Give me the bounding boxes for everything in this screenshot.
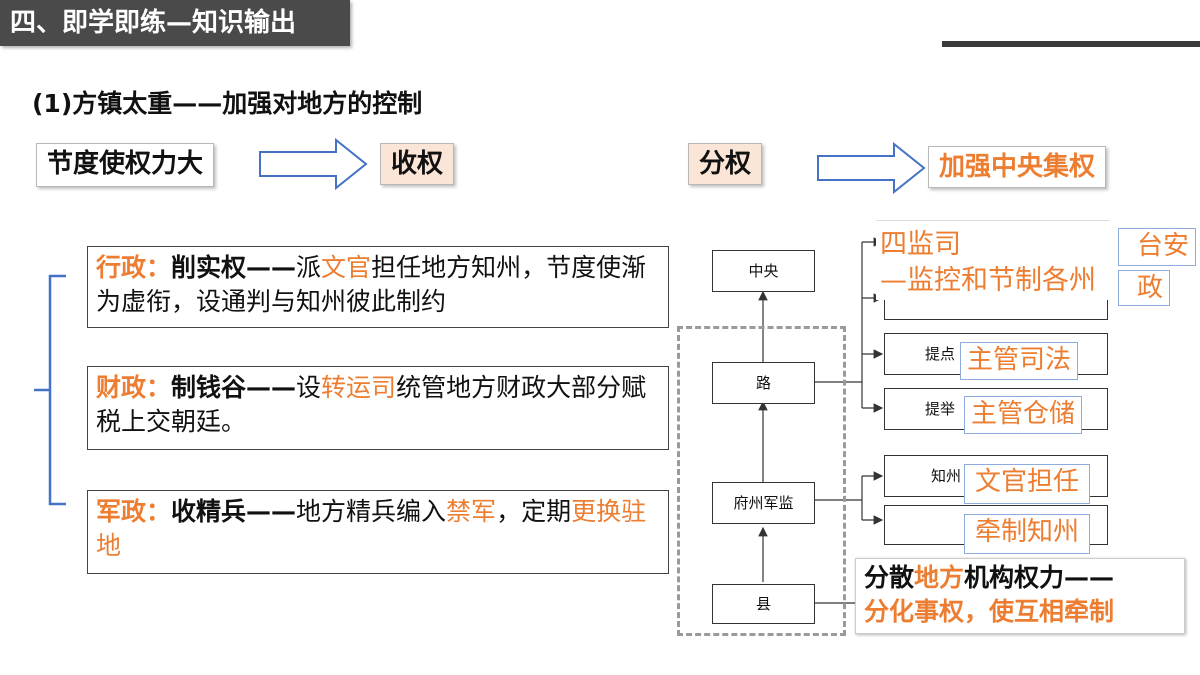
policy-text: 担任地方知州，节度使渐为虚衔，设通判与知州彼此制约 <box>96 253 647 316</box>
flow-box-centralize: 加强中央集权 <box>928 146 1107 188</box>
policy-action: 削实权 <box>171 253 247 282</box>
summary-highlight: 地方 <box>914 563 965 592</box>
org-node-central: 中央 <box>712 250 815 292</box>
top-divider <box>942 41 1200 47</box>
policy-label: 军政： <box>96 497 172 526</box>
policy-admin: 行政：削实权——派文官担任地方知州，节度使渐为虚衔，设通判与知州彼此制约 <box>87 246 669 328</box>
sub-box-label: 知州 <box>931 467 962 485</box>
arrow-right-icon <box>259 138 368 190</box>
policy-label: 财政： <box>96 373 172 402</box>
policy-highlight: 转运司 <box>321 373 397 402</box>
org-node-county: 县 <box>712 584 815 624</box>
policy-text: 地方精兵编入 <box>296 497 447 526</box>
policy-military: 军政：收精兵——地方精兵编入禁军，定期更换驻地 <box>87 490 669 574</box>
flow-box-jiedushi: 节度使权力大 <box>36 143 215 187</box>
arrow-right-icon <box>817 142 926 194</box>
annotation-line: —监控和节制各州 <box>880 265 1096 296</box>
policy-finance: 财政：制钱谷——设转运司统管地方财政大部分赋税上交朝廷。 <box>87 366 669 450</box>
policy-text: 设 <box>296 373 322 402</box>
policy-dash: —— <box>246 253 297 282</box>
flow-box-fenquan: 分权 <box>688 143 763 185</box>
policy-text: 派 <box>296 253 322 282</box>
flow-box-label: 加强中央集权 <box>939 152 1096 182</box>
policy-dash: —— <box>246 373 297 402</box>
policy-dash: —— <box>246 497 297 526</box>
policy-highlight: 更换驻地 <box>96 497 647 560</box>
policy-text: ，定期 <box>496 497 572 526</box>
annotation-judicial: 主管司法 <box>960 342 1079 380</box>
policy-highlight: 禁军 <box>446 497 497 526</box>
summary-text: 机构权力—— <box>964 563 1115 592</box>
annotation-check: 牵制知州 <box>964 514 1091 554</box>
flow-box-label: 收权 <box>391 149 444 179</box>
local-levels-frame <box>677 326 846 636</box>
policy-label: 行政： <box>96 253 172 282</box>
summary-text: 分散 <box>864 563 915 592</box>
section-header: 四、即学即练—知识输出 <box>0 0 350 46</box>
flow-box-label: 分权 <box>699 149 752 179</box>
summary-line-2: 分化事权，使互相牵制 <box>864 597 1115 626</box>
org-node-prefecture: 府州军监 <box>712 482 815 524</box>
bracket <box>34 274 66 506</box>
annotation-storage: 主管仓储 <box>964 396 1083 434</box>
sub-box-label: 提举 <box>925 400 956 418</box>
summary-line-1: 分散地方机构权力—— <box>864 561 1176 595</box>
policy-highlight: 文官 <box>321 253 372 282</box>
policy-text: 统管地方财政大部分赋税上交朝廷。 <box>96 373 647 436</box>
policy-action: 收精兵 <box>171 497 247 526</box>
policy-action: 制钱谷 <box>171 373 247 402</box>
flow-box-shouquan: 收权 <box>380 143 455 185</box>
page-subtitle: (1)方镇太重——加强对地方的控制 <box>32 89 423 118</box>
org-node-lu: 路 <box>712 362 815 404</box>
annotation-peek-top: 台安 <box>1118 228 1196 266</box>
sub-box-label: 提点 <box>925 345 956 363</box>
annotation-four-offices: 四监司 —监控和节制各州 <box>876 220 1110 300</box>
summary-box: 分散地方机构权力—— 分化事权，使互相牵制 <box>855 558 1185 634</box>
annotation-line: 四监司 <box>880 229 961 260</box>
flow-box-label: 节度使权力大 <box>47 149 204 179</box>
annotation-peek-bottom: 政 <box>1118 270 1170 306</box>
annotation-civil: 文官担任 <box>964 464 1091 504</box>
